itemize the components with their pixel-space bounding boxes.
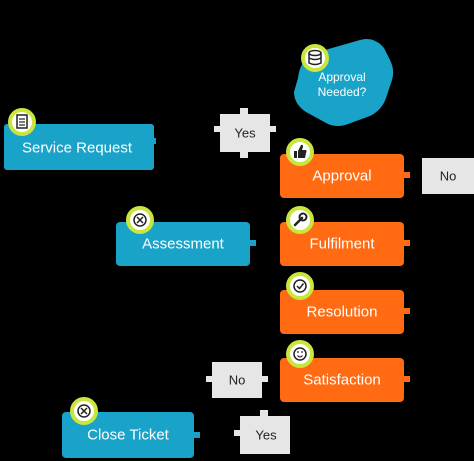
check-circle-icon xyxy=(286,272,314,300)
no-text-top: No xyxy=(440,169,457,184)
document-icon xyxy=(8,108,36,136)
close-ticket-box: Close Ticket xyxy=(62,412,200,458)
resolution-box: Resolution xyxy=(280,290,410,334)
assessment-box: Assessment xyxy=(116,222,256,266)
database-icon xyxy=(301,44,329,72)
close-ticket-label: Close Ticket xyxy=(87,427,170,444)
yes-text-bottom: Yes xyxy=(255,428,277,443)
satisfaction-label: Satisfaction xyxy=(303,372,381,389)
approval-label: Approval xyxy=(312,168,371,185)
no-label-top: No xyxy=(422,158,474,194)
smiley-icon xyxy=(286,340,314,368)
service-request-box: Service Request xyxy=(4,124,156,170)
approval-needed-label-line2: Needed? xyxy=(318,85,367,99)
fulfilment-box: Fulfilment xyxy=(280,222,410,266)
approval-box: Approval xyxy=(280,154,410,198)
service-request-label: Service Request xyxy=(22,140,133,157)
yes-label-top: Yes xyxy=(214,108,276,158)
thumbs-up-icon xyxy=(286,138,314,166)
close-circle-icon xyxy=(126,206,154,234)
no-text-bottom: No xyxy=(229,373,246,388)
resolution-label: Resolution xyxy=(307,304,378,321)
no-label-bottom: No xyxy=(206,362,268,398)
fulfilment-label: Fulfilment xyxy=(309,236,375,253)
assessment-label: Assessment xyxy=(142,236,225,253)
approval-needed-label-line1: Approval xyxy=(318,70,365,84)
satisfaction-box: Satisfaction xyxy=(280,358,410,402)
close-circle-icon xyxy=(70,397,98,425)
yes-text-top: Yes xyxy=(234,126,256,141)
wrench-icon xyxy=(286,206,314,234)
yes-label-bottom: Yes xyxy=(234,410,290,454)
